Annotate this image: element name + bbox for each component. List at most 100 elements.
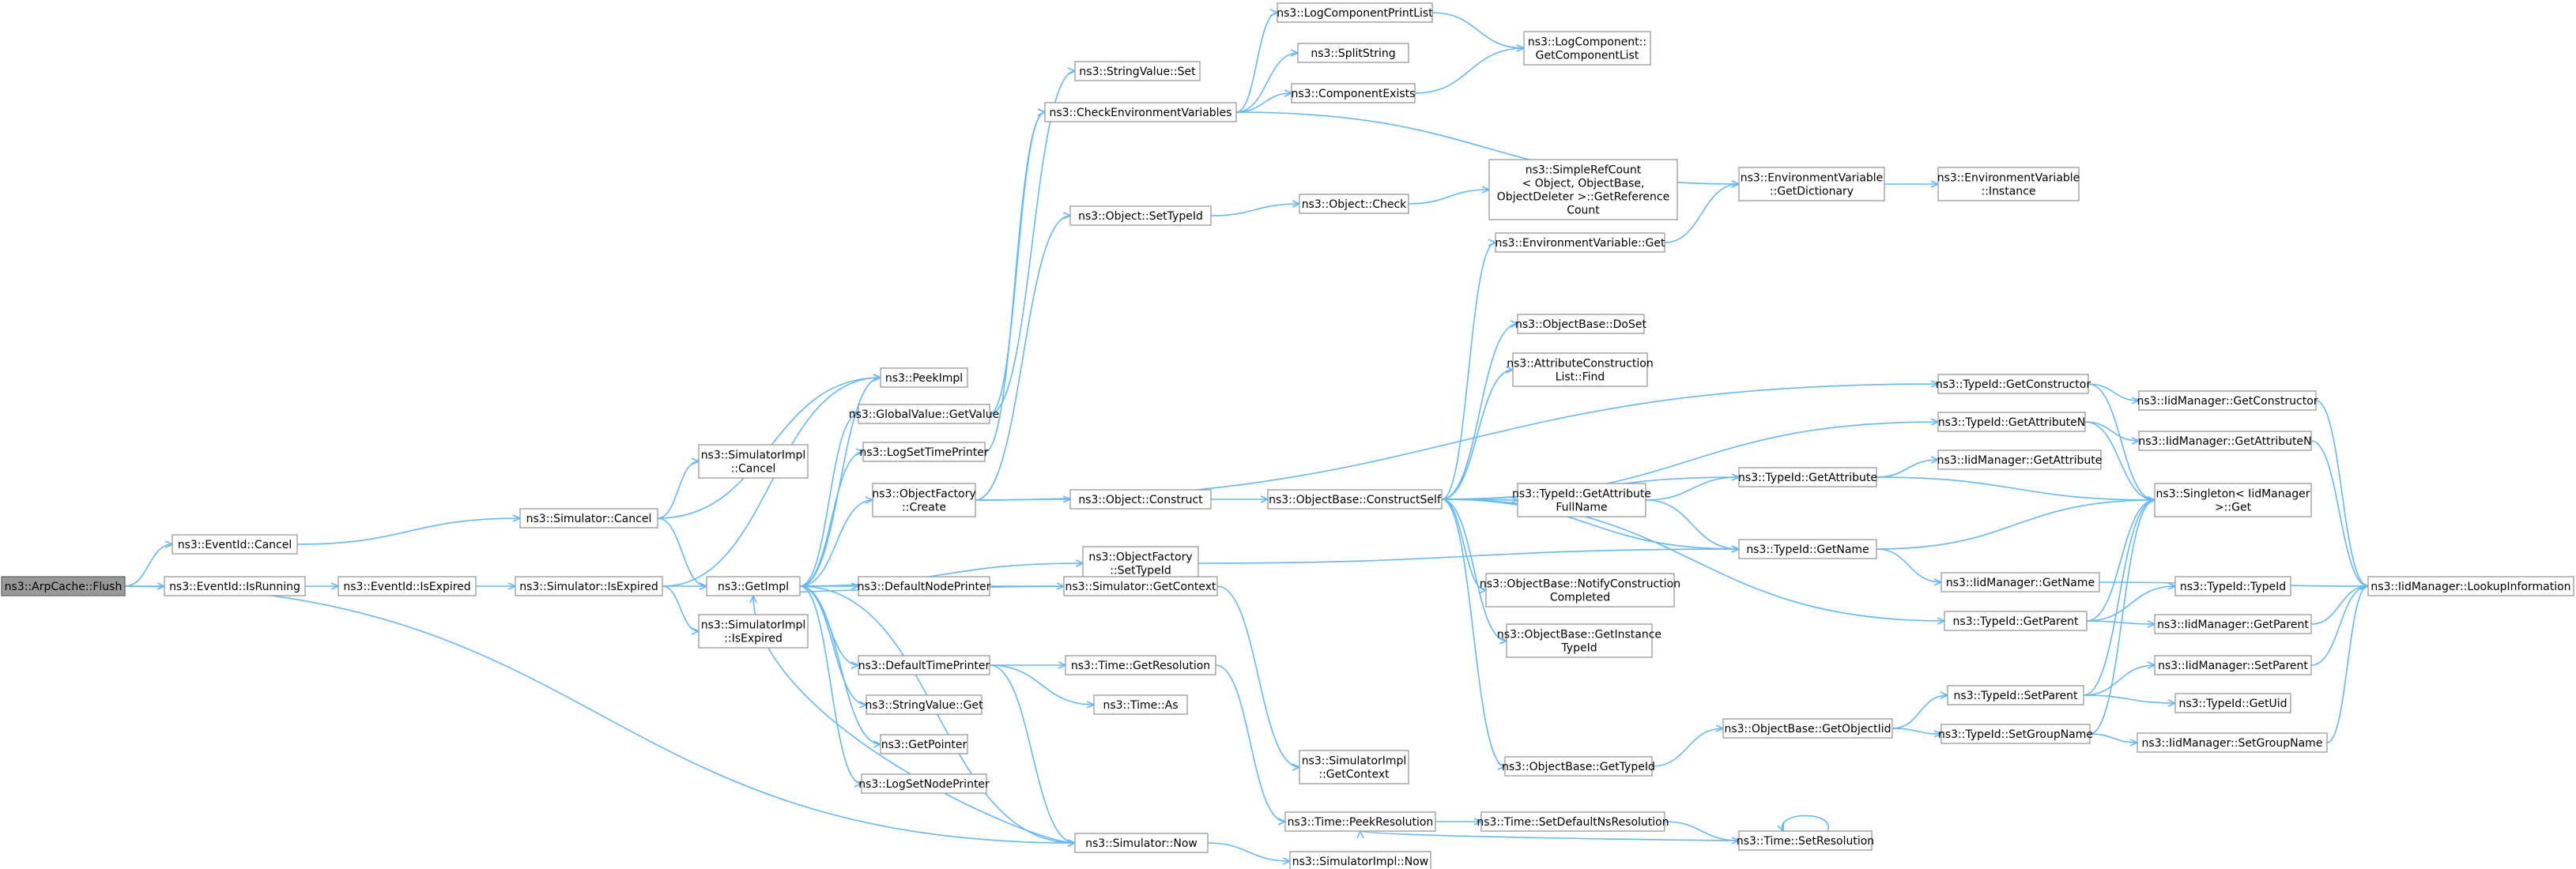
node-logsetnode[interactable]: ns3::LogSetNodePrinter	[858, 773, 990, 794]
node-gvgetvalue[interactable]: ns3::GlobalValue::GetValue	[849, 404, 999, 424]
node-compexists[interactable]: ns3::ComponentExists	[1291, 83, 1416, 103]
node-tidgetctor[interactable]: ns3::TypeId::GetConstructor	[1936, 374, 2091, 394]
node-logsettime[interactable]: ns3::LogSetTimePrinter	[859, 442, 989, 462]
node-ofsettypeid[interactable]: ns3::ObjectFactory::SetTypeId	[1082, 546, 1199, 581]
node-tidgetuid[interactable]: ns3::TypeId::GetUid	[2174, 693, 2291, 713]
node-timepeekres[interactable]: ns3::Time::PeekResolution	[1284, 811, 1436, 832]
node-box	[1517, 314, 1645, 334]
node-iidgetname[interactable]: ns3::IidManager::GetName	[1940, 572, 2100, 592]
node-timesetres[interactable]: ns3::Time::SetResolution	[1737, 830, 1874, 851]
node-flush[interactable]: ns3::ArpCache::Flush	[1, 576, 126, 596]
edge-arrowhead	[749, 595, 757, 604]
node-simimplexpired[interactable]: ns3::SimulatorImpl::IsExpired	[698, 614, 809, 649]
node-box	[1074, 61, 1201, 81]
node-simplerefcount[interactable]: ns3::SimpleRefCount< Object, ObjectBase,…	[1488, 159, 1678, 220]
node-svget[interactable]: ns3::StringValue::Get	[865, 694, 983, 715]
node-evcancel[interactable]: ns3::EventId::Cancel	[172, 534, 298, 555]
node-label: ::Instance	[1982, 186, 2036, 198]
node-timeas[interactable]: ns3::Time::As	[1093, 694, 1188, 715]
node-box	[866, 694, 983, 715]
node-tidgetname[interactable]: ns3::TypeId::GetName	[1738, 539, 1877, 559]
node-objsettypeid[interactable]: ns3::Object::SetTypeId	[1069, 205, 1212, 226]
node-evexpired[interactable]: ns3::EventId::IsExpired	[338, 576, 477, 596]
edge-simexpired-to-peekimpl	[662, 377, 881, 587]
edge-tidgetctor-to-iidgetctor	[2088, 383, 2140, 401]
node-label: ns3::ComponentExists	[1292, 88, 1416, 100]
node-evrunning[interactable]: ns3::EventId::IsRunning	[164, 576, 306, 596]
node-ofcreate[interactable]: ns3::ObjectFactory::Create	[872, 483, 976, 517]
node-objconstruct[interactable]: ns3::Object::Construct	[1069, 489, 1212, 510]
node-simimplnow[interactable]: ns3::SimulatorImpl::Now	[1289, 851, 1431, 869]
node-envinstance[interactable]: ns3::EnvironmentVariable::Instance	[1937, 167, 2080, 201]
node-tidgetattr[interactable]: ns3::TypeId::GetAttribute	[1738, 467, 1877, 487]
node-objcheck[interactable]: ns3::Object::Check	[1299, 194, 1409, 214]
node-label: ns3::TypeId::GetParent	[1953, 615, 2079, 628]
node-box	[1289, 851, 1431, 869]
node-simimplgetctx[interactable]: ns3::SimulatorImpl::GetContext	[1299, 750, 1409, 784]
node-getpointer[interactable]: ns3::GetPointer	[880, 734, 968, 754]
node-tidsetparent[interactable]: ns3::TypeId::SetParent	[1947, 685, 2084, 705]
node-obgetobjectiid[interactable]: ns3::ObjectBase::GetObjectIid	[1722, 718, 1893, 739]
node-timesetdefault[interactable]: ns3::Time::SetDefaultNsResolution	[1477, 811, 1669, 832]
edge-arrowhead	[1269, 9, 1278, 17]
edge-arrowhead	[1086, 701, 1095, 709]
node-simexpired[interactable]: ns3::Simulator::IsExpired	[515, 576, 663, 596]
node-singletonget[interactable]: ns3::Singleton< IidManager>::Get	[2154, 483, 2312, 517]
node-box	[1937, 167, 2080, 201]
node-obdoset[interactable]: ns3::ObjectBase::DoSet	[1515, 314, 1646, 334]
edge-arrowhead	[850, 661, 859, 669]
node-tidgetattrn[interactable]: ns3::TypeId::GetAttributeN	[1937, 412, 2086, 432]
node-tidsetgroup[interactable]: ns3::TypeId::SetGroupName	[1938, 724, 2093, 744]
node-svset[interactable]: ns3::StringValue::Set	[1074, 61, 1201, 81]
node-label: ns3::EventId::IsExpired	[343, 581, 470, 593]
node-label: ns3::TypeId::GetAttribute	[1738, 472, 1877, 484]
node-label: Completed	[1550, 592, 1610, 604]
node-iidlookup[interactable]: ns3::IidManager::LookupInformation	[2367, 576, 2574, 596]
node-simgetcontext[interactable]: ns3::Simulator::GetContext	[1063, 576, 1218, 596]
node-obgettypeid[interactable]: ns3::ObjectBase::GetTypeId	[1502, 756, 1655, 777]
edge-tidgetctor-to-singletonget	[2088, 383, 2155, 501]
node-obconstructself[interactable]: ns3::ObjectBase::ConstructSelf	[1267, 489, 1443, 510]
node-label: ns3::Simulator::IsExpired	[519, 581, 658, 593]
node-deftimeprinter[interactable]: ns3::DefaultTimePrinter	[858, 655, 990, 675]
node-obnotify[interactable]: ns3::ObjectBase::NotifyConstructionCompl…	[1480, 573, 1680, 608]
node-timegetres[interactable]: ns3::Time::GetResolution	[1065, 655, 1216, 675]
node-logcompprint[interactable]: ns3::LogComponentPrintList	[1277, 2, 1433, 23]
node-logcompgetlist[interactable]: ns3::LogComponent::GetComponentList	[1523, 31, 1651, 66]
node-label: ns3::StringValue::Set	[1079, 66, 1196, 78]
node-peekimpl[interactable]: ns3::PeekImpl	[880, 367, 968, 388]
node-box	[1738, 167, 1885, 201]
edge-timesetdefault-to-timesetres	[1664, 821, 1740, 841]
node-tidtypeid[interactable]: ns3::TypeId::TypeId	[2174, 576, 2291, 596]
edge-simnow-to-simimplnow	[1207, 842, 1291, 862]
node-label: ::GetDictionary	[1770, 186, 1854, 198]
node-checkenv[interactable]: ns3::CheckEnvironmentVariables	[1044, 102, 1237, 122]
node-box	[858, 404, 990, 424]
node-box	[2174, 693, 2291, 713]
node-simnow[interactable]: ns3::Simulator::Now	[1074, 833, 1209, 853]
edge-arrowhead	[1930, 180, 1939, 188]
edge-gvgetvalue-to-svset	[989, 70, 1076, 415]
node-iidgetctor[interactable]: ns3::IidManager::GetConstructor	[2137, 390, 2318, 411]
edge-arrowhead	[1037, 108, 1046, 116]
node-iidsetparent[interactable]: ns3::IidManager::SetParent	[2154, 655, 2312, 675]
node-defnodeprinter[interactable]: ns3::DefaultNodePrinter	[858, 576, 991, 596]
node-iidsetgroup[interactable]: ns3::IidManager::SetGroupName	[2137, 732, 2328, 753]
node-envget[interactable]: ns3::EnvironmentVariable::Get	[1495, 232, 1665, 253]
node-envgetdict[interactable]: ns3::EnvironmentVariable::GetDictionary	[1738, 167, 1885, 201]
node-simimplcancel[interactable]: ns3::SimulatorImpl::Cancel	[698, 444, 809, 479]
node-iidgetparent[interactable]: ns3::IidManager::GetParent	[2154, 614, 2312, 634]
edge-ofcreate-to-objsettypeid	[975, 215, 1071, 501]
node-iidgetattr[interactable]: ns3::IidManager::GetAttribute	[1937, 450, 2103, 470]
edge-obgettypeid-to-obgetobjectiid	[1651, 728, 1724, 767]
edge-simexpired-to-simimplexpired	[662, 585, 700, 632]
node-tidgetparent[interactable]: ns3::TypeId::GetParent	[1944, 611, 2088, 631]
node-getimpl[interactable]: ns3::GetImpl	[706, 576, 801, 596]
node-iidgetattrn[interactable]: ns3::IidManager::GetAttributeN	[2138, 431, 2312, 451]
node-simcancel[interactable]: ns3::Simulator::Cancel	[519, 508, 658, 529]
node-splitstring[interactable]: ns3::SplitString	[1297, 43, 1409, 63]
